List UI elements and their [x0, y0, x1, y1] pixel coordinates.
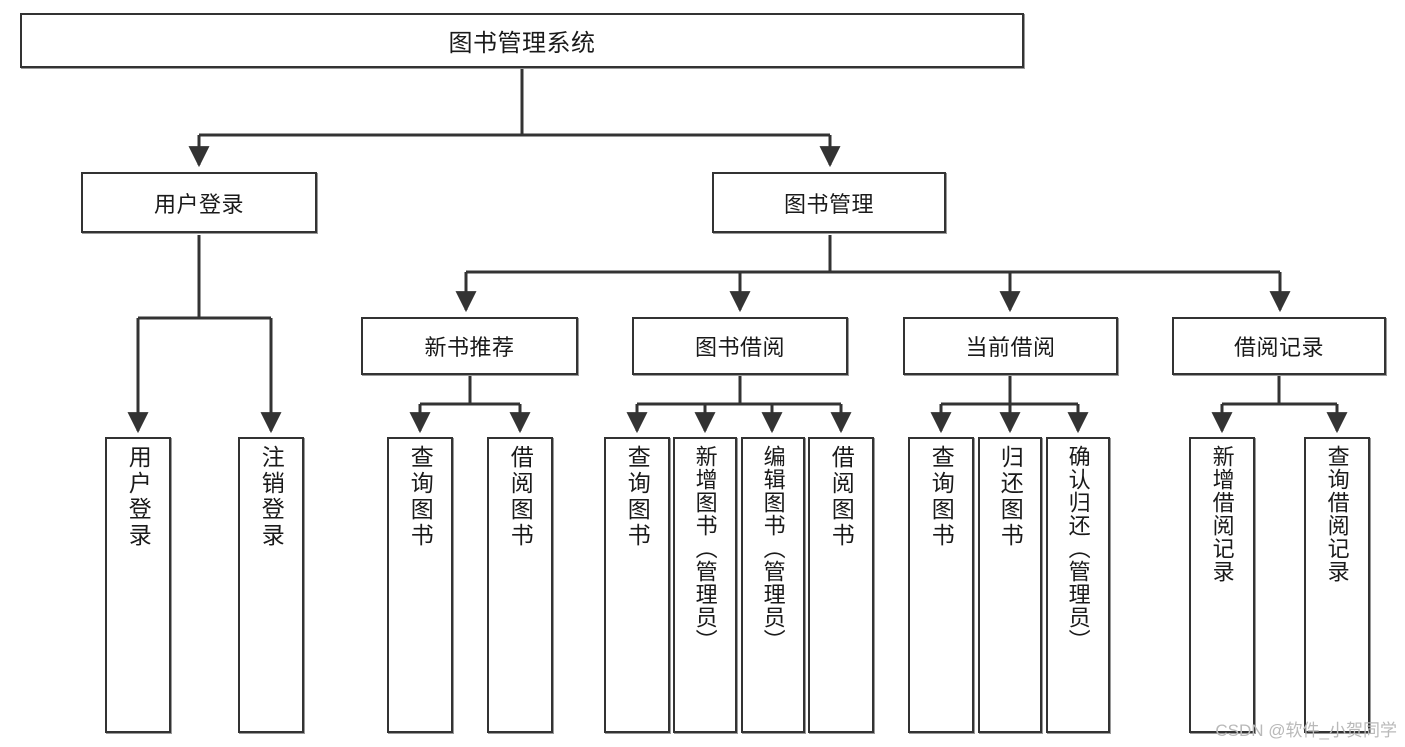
node-leaf-borrow-book[interactable]: 借阅图书: [808, 437, 874, 733]
node-label: 借阅记录: [1233, 335, 1324, 360]
node-leaf-return-book[interactable]: 归还图书: [978, 437, 1042, 733]
node-label: 当前借阅: [965, 335, 1056, 360]
node-root-system[interactable]: 图书管理系统: [20, 13, 1024, 68]
edge-userlogin-to-leaves: [127, 235, 282, 434]
node-leaf-logout-login[interactable]: 注销登录: [238, 437, 304, 733]
node-leaf-add-borrow-record[interactable]: 新增借阅记录: [1189, 437, 1255, 733]
node-label: 图书管理系统: [448, 30, 596, 57]
node-leaf-query-book-recommend[interactable]: 查询图书: [387, 437, 453, 733]
node-label: 编辑图书（管理员）: [760, 445, 786, 652]
node-leaf-query-borrow-record[interactable]: 查询借阅记录: [1304, 437, 1370, 733]
node-book-manage[interactable]: 图书管理: [712, 172, 946, 233]
node-book-borrow[interactable]: 图书借阅: [632, 317, 848, 375]
node-label: 用户登录: [153, 191, 244, 217]
edge-bookmanage-to-level3: [455, 235, 1291, 313]
node-leaf-edit-book[interactable]: 编辑图书（管理员）: [741, 437, 805, 733]
node-label: 新增图书（管理员）: [692, 445, 718, 652]
node-label: 新书推荐: [424, 335, 515, 360]
node-label: 用户登录: [125, 445, 152, 549]
node-label: 借阅图书: [507, 445, 534, 549]
node-label: 确认归还（管理员）: [1065, 445, 1091, 652]
node-leaf-query-book-borrow[interactable]: 查询图书: [604, 437, 670, 733]
node-current-borrow[interactable]: 当前借阅: [903, 317, 1118, 375]
node-label: 新增借阅记录: [1209, 445, 1235, 583]
node-label: 图书管理: [783, 191, 874, 217]
node-label: 注销登录: [258, 445, 285, 549]
node-user-login[interactable]: 用户登录: [81, 172, 317, 233]
node-leaf-confirm-return[interactable]: 确认归还（管理员）: [1046, 437, 1110, 733]
edge-root-to-level2: [188, 68, 841, 168]
node-label: 查询图书: [928, 445, 955, 549]
node-label: 借阅图书: [828, 445, 855, 549]
node-new-book-recommend[interactable]: 新书推荐: [361, 317, 578, 375]
node-label: 查询图书: [407, 445, 434, 549]
node-leaf-borrow-book-recommend[interactable]: 借阅图书: [487, 437, 553, 733]
node-label: 归还图书: [997, 445, 1024, 549]
node-leaf-add-book[interactable]: 新增图书（管理员）: [673, 437, 737, 733]
node-label: 查询图书: [624, 445, 651, 549]
node-leaf-query-book-current[interactable]: 查询图书: [908, 437, 974, 733]
node-borrow-record[interactable]: 借阅记录: [1172, 317, 1386, 375]
node-label: 图书借阅: [694, 335, 785, 360]
edge-record-to-leaves: [1211, 376, 1348, 434]
node-label: 查询借阅记录: [1324, 445, 1350, 583]
node-leaf-user-login[interactable]: 用户登录: [105, 437, 171, 733]
edge-recommend-to-leaves: [409, 376, 531, 434]
edge-currentborrow-to-leaves: [930, 376, 1089, 434]
edge-bookborrow-to-leaves: [626, 376, 852, 434]
